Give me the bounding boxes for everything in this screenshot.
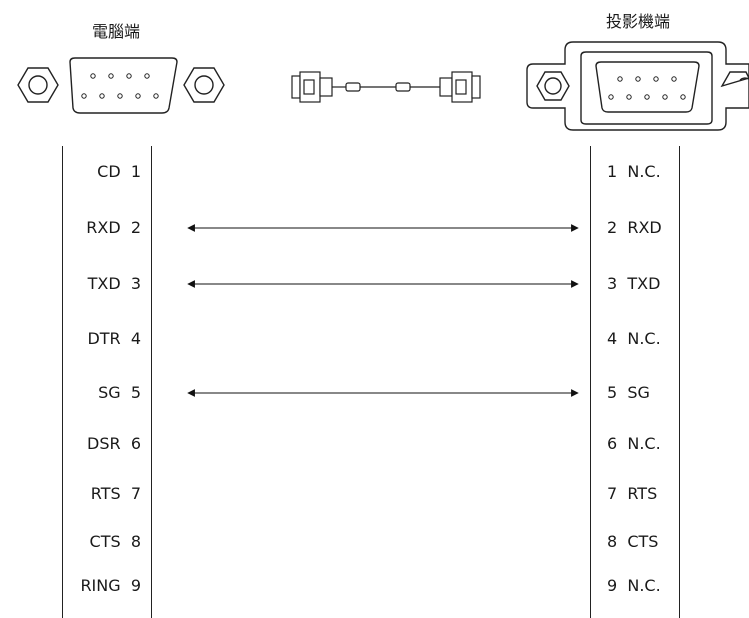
left-pin-7: RTS 7: [90, 484, 141, 503]
right-pin-9: 9 N.C.: [607, 576, 661, 595]
computer-db9-pins: [81, 73, 159, 99]
right-pin-8: 8 CTS: [607, 532, 659, 551]
right-pin-7: 7 RTS: [607, 484, 658, 503]
left-pin-2: RXD 2: [86, 218, 141, 237]
projector-db9-pins: [608, 76, 686, 100]
right-pin-1: 1 N.C.: [607, 162, 661, 181]
right-pin-6: 6 N.C.: [607, 434, 661, 453]
left-pin-9: RING 9: [80, 576, 141, 595]
right-pin-2: 2 RXD: [607, 218, 662, 237]
right-pin-5: 5 SG: [607, 383, 650, 402]
left-pin-1: CD 1: [97, 162, 141, 181]
computer-db9-connector-icon: [17, 57, 225, 114]
right-pin-3: 3 TXD: [607, 274, 661, 293]
left-pin-5: SG 5: [98, 383, 141, 402]
left-pin-4: DTR 4: [87, 329, 141, 348]
left-pin-3: TXD 3: [87, 274, 141, 293]
projector-db9-connector-icon: [526, 41, 749, 131]
left-pin-6: DSR 6: [87, 434, 141, 453]
right-pin-4: 4 N.C.: [607, 329, 661, 348]
left-pin-8: CTS 8: [89, 532, 141, 551]
computer-side-label: 電腦端: [92, 22, 141, 41]
computer-pin-column: CD 1 RXD 2 TXD 3 DTR 4 SG 5 DSR 6 RTS 7 …: [62, 146, 152, 618]
projector-pin-column: 1 N.C. 2 RXD 3 TXD 4 N.C. 5 SG 6 N.C. 7 …: [590, 146, 680, 618]
projector-side-label: 投影機端: [606, 12, 671, 31]
serial-cable-icon: [291, 71, 481, 103]
